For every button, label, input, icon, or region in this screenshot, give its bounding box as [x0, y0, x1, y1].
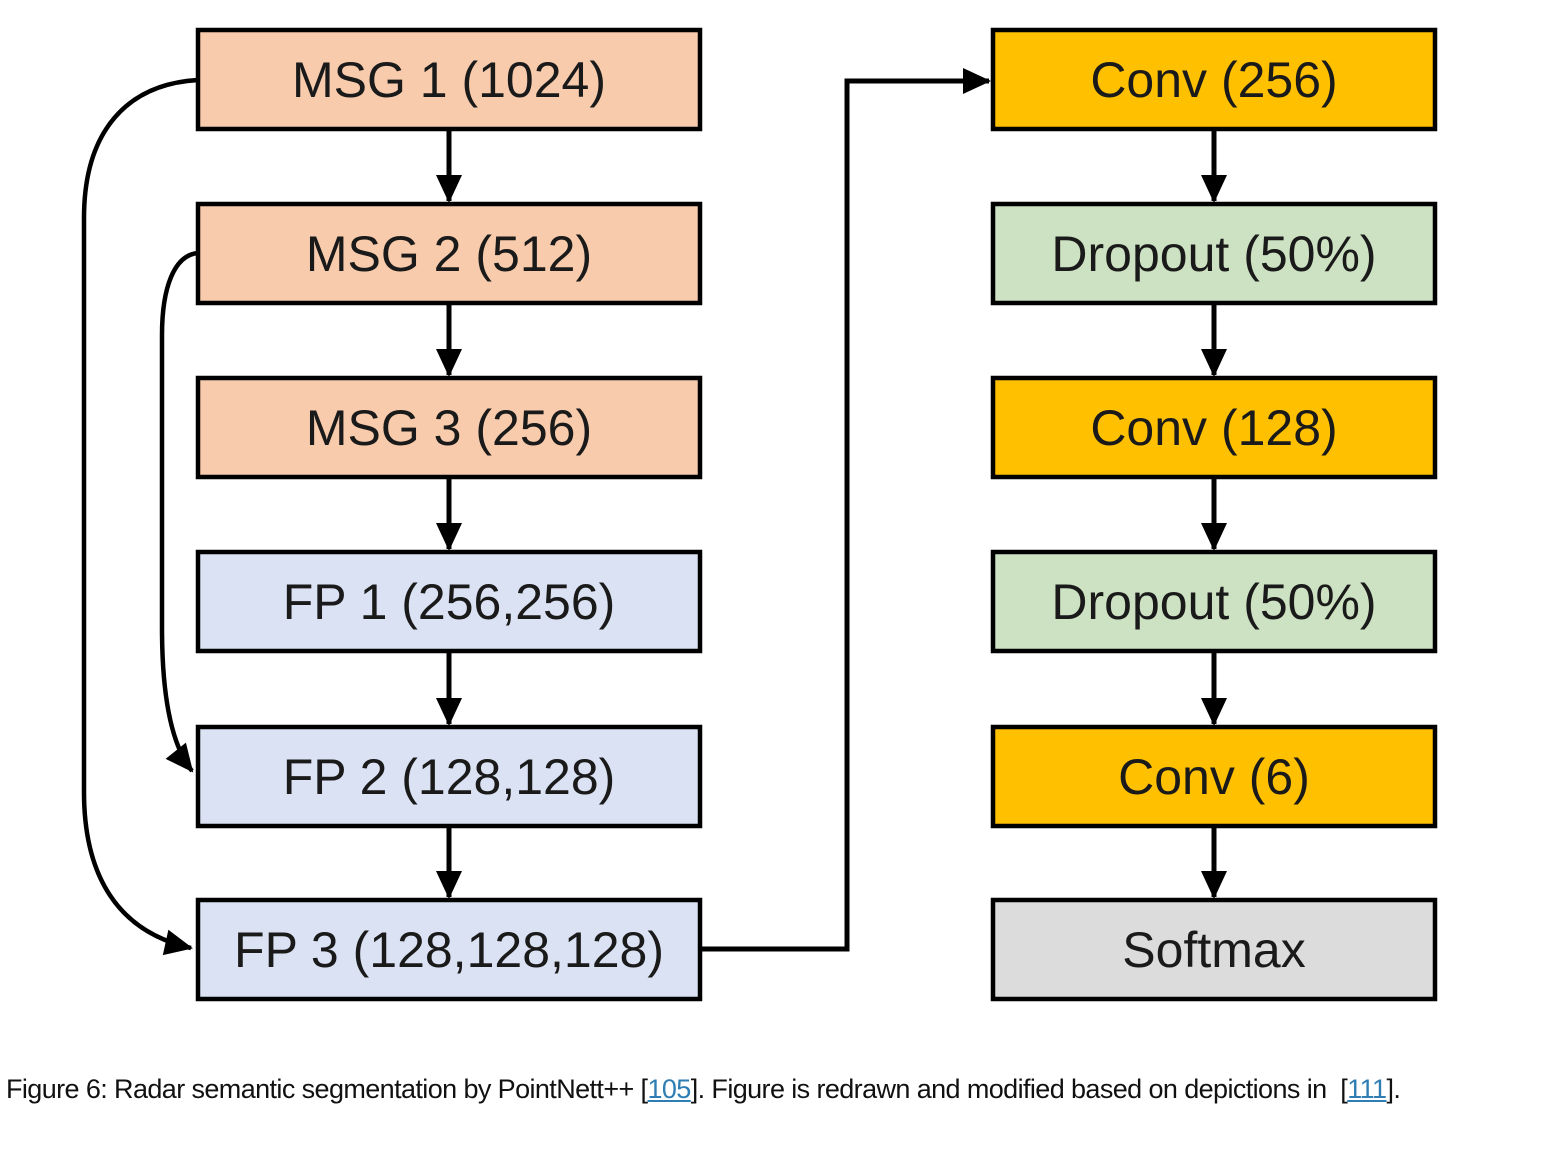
- node-conv128: Conv (128): [990, 375, 1438, 480]
- figure-caption: Figure 6: Radar semantic segmentation by…: [6, 1072, 1566, 1107]
- skip-arrow-msg1-to-fp3: [81, 77, 199, 956]
- caption-text-2: ]. Figure is redrawn and modified based …: [690, 1074, 1348, 1104]
- node-dropout2-label: Dropout (50%): [1051, 574, 1376, 630]
- caption-text-3: ].: [1386, 1074, 1401, 1104]
- node-fp3-label: FP 3 (128,128,128): [234, 922, 664, 978]
- node-msg3-label: MSG 3 (256): [306, 400, 592, 456]
- node-msg2: MSG 2 (512): [195, 201, 703, 306]
- node-msg2-label: MSG 2 (512): [306, 226, 592, 282]
- node-conv256-label: Conv (256): [1090, 52, 1337, 108]
- arrow-fp3-to-conv256: [700, 68, 991, 952]
- node-msg1: MSG 1 (1024): [195, 27, 703, 132]
- node-fp1: FP 1 (256,256): [195, 549, 703, 654]
- node-dropout1: Dropout (50%): [990, 201, 1438, 306]
- node-conv6-label: Conv (6): [1118, 749, 1310, 805]
- caption-text-1: Figure 6: Radar semantic segmentation by…: [6, 1074, 648, 1104]
- citation-link-111[interactable]: 111: [1347, 1074, 1387, 1104]
- node-softmax-label: Softmax: [1122, 922, 1305, 978]
- node-fp2-label: FP 2 (128,128): [283, 749, 616, 805]
- node-msg1-label: MSG 1 (1024): [292, 52, 606, 108]
- node-softmax: Softmax: [990, 897, 1438, 1002]
- node-conv6: Conv (6): [990, 724, 1438, 829]
- node-conv128-label: Conv (128): [1090, 400, 1337, 456]
- node-fp3: FP 3 (128,128,128): [195, 897, 703, 1002]
- node-dropout1-label: Dropout (50%): [1051, 226, 1376, 282]
- node-fp2: FP 2 (128,128): [195, 724, 703, 829]
- skip-arrow-msg2-to-fp2: [159, 250, 199, 773]
- node-conv256: Conv (256): [990, 27, 1438, 132]
- node-fp1-label: FP 1 (256,256): [283, 574, 616, 630]
- node-msg3: MSG 3 (256): [195, 375, 703, 480]
- node-dropout2: Dropout (50%): [990, 549, 1438, 654]
- citation-link-105[interactable]: 105: [647, 1074, 691, 1104]
